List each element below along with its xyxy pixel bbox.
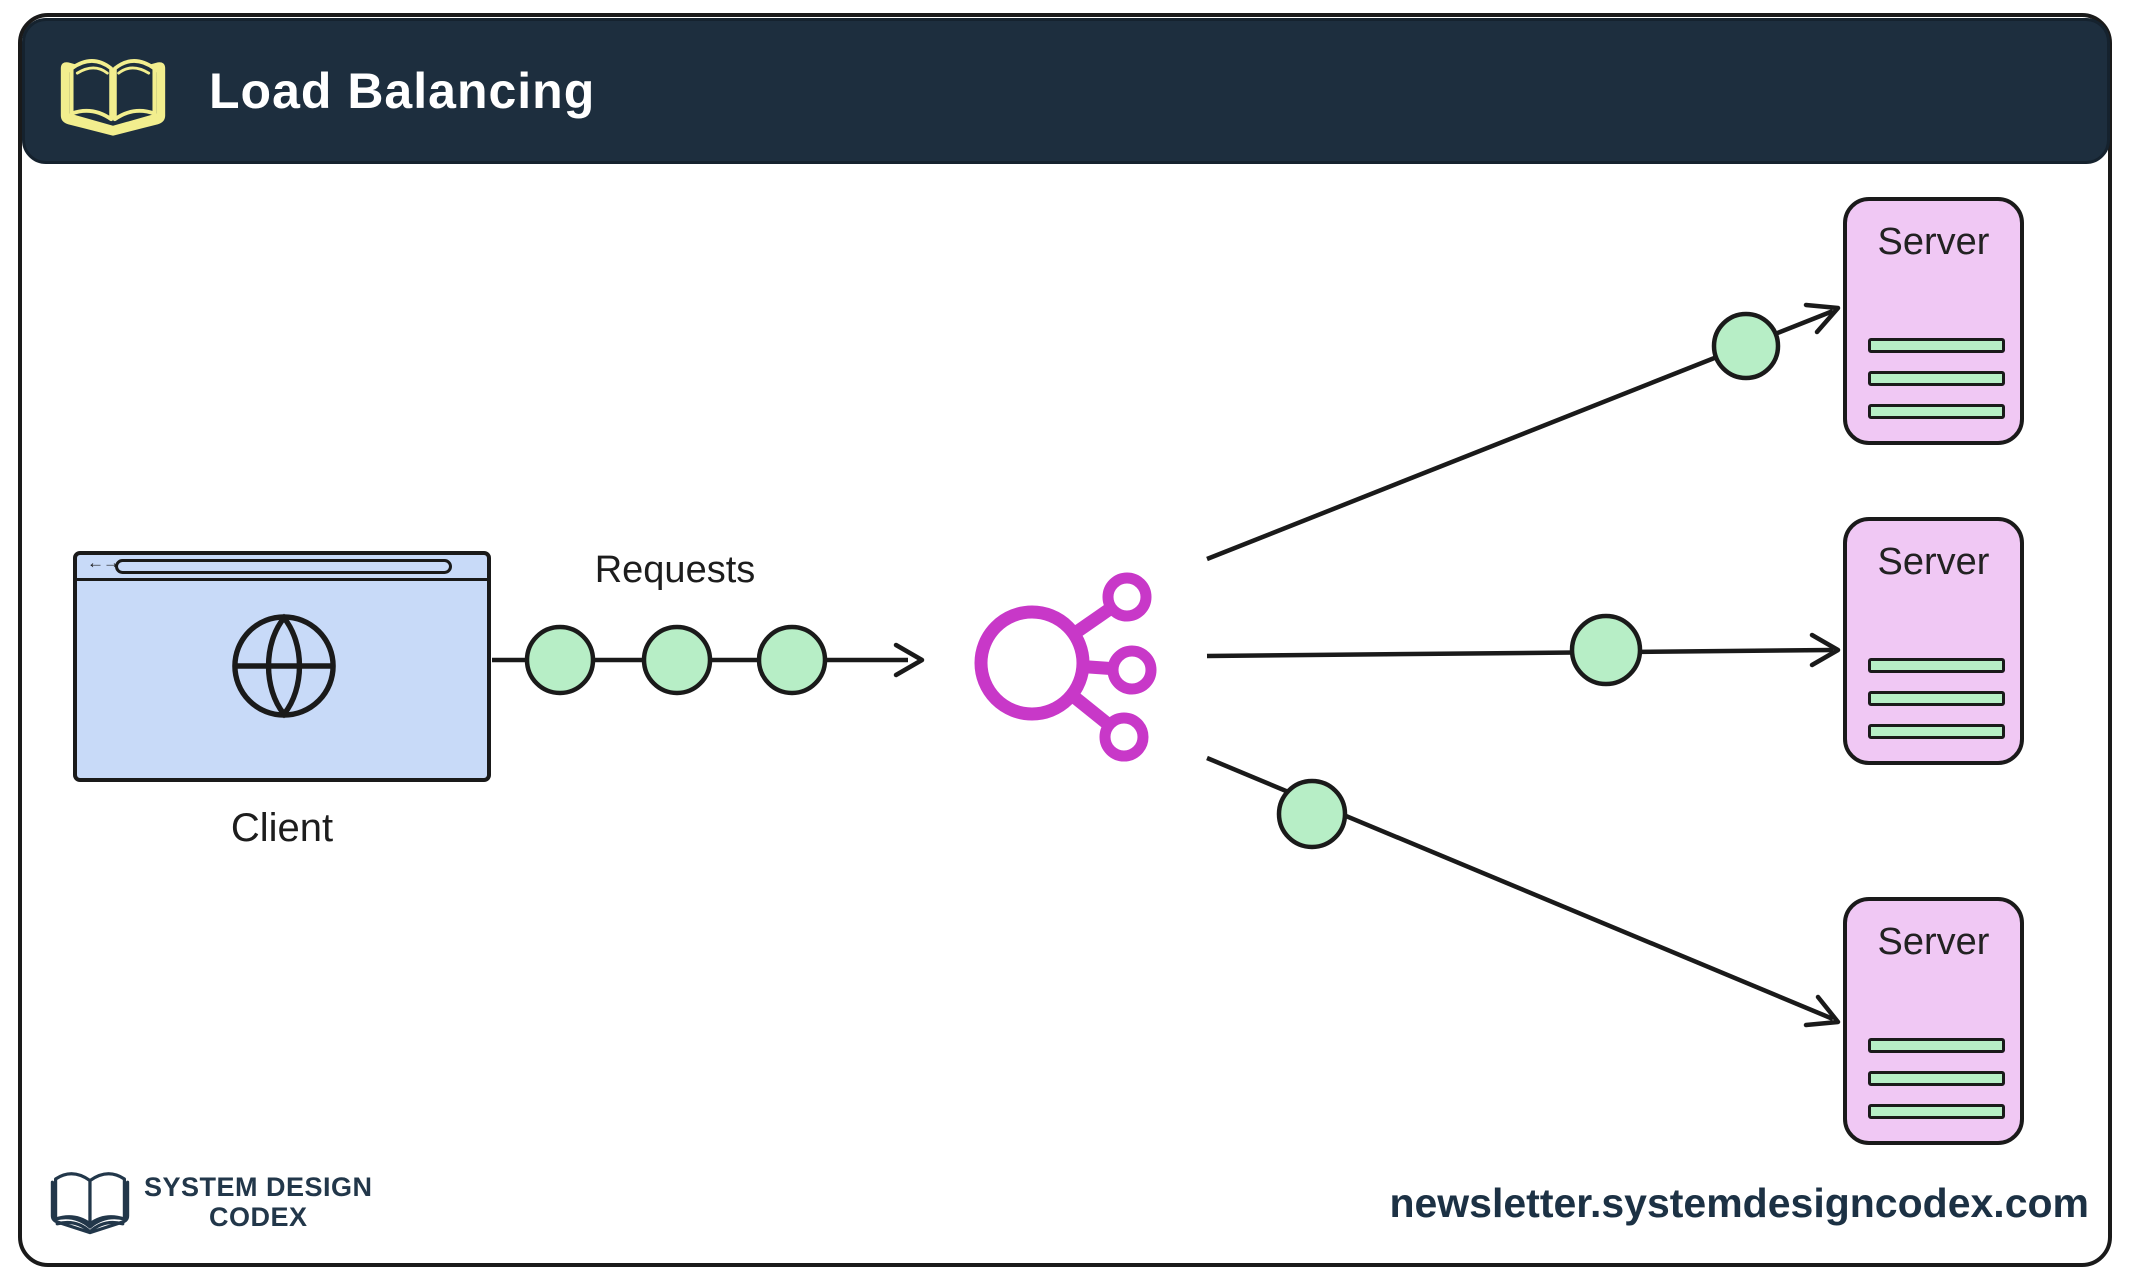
newsletter-url: newsletter.systemdesigncodex.com <box>1389 1180 2089 1226</box>
server-label: Server <box>1877 221 1990 263</box>
brand-text: SYSTEM DESIGN CODEX <box>144 1173 373 1232</box>
requests-label: Requests <box>594 549 756 591</box>
rack-bar <box>1868 371 2005 386</box>
rack-bar <box>1868 691 2005 706</box>
brand-logo: SYSTEM DESIGN CODEX <box>46 1162 373 1244</box>
browser-nav-arrows: ←→ <box>87 553 120 573</box>
rack-bar <box>1868 1038 2005 1053</box>
client-label: Client <box>230 806 334 850</box>
server-node-3: Server <box>1843 897 2024 1145</box>
brand-book-icon <box>50 1172 130 1235</box>
client-node: ←→ <box>73 551 491 782</box>
server-node-2: Server <box>1843 517 2024 765</box>
server-node-1: Server <box>1843 197 2024 445</box>
url-bar <box>115 559 452 574</box>
server-label: Server <box>1877 921 1990 963</box>
globe-icon <box>232 613 336 719</box>
rack-bar <box>1868 1071 2005 1086</box>
brand-line-1: SYSTEM DESIGN <box>144 1172 373 1203</box>
brand-line-2: CODEX <box>209 1202 308 1232</box>
rack-bar <box>1868 338 2005 353</box>
open-book-icon <box>60 59 166 136</box>
rack-bar <box>1868 404 2005 419</box>
rack-bar <box>1868 1104 2005 1119</box>
header-bar: Load Balancing <box>22 18 2110 164</box>
back-icon: ← <box>87 553 104 572</box>
rack-bar <box>1868 658 2005 673</box>
browser-toolbar: ←→ <box>77 553 487 581</box>
page-title: Load Balancing <box>209 63 596 119</box>
rack-bar <box>1868 724 2005 739</box>
server-label: Server <box>1877 541 1990 583</box>
